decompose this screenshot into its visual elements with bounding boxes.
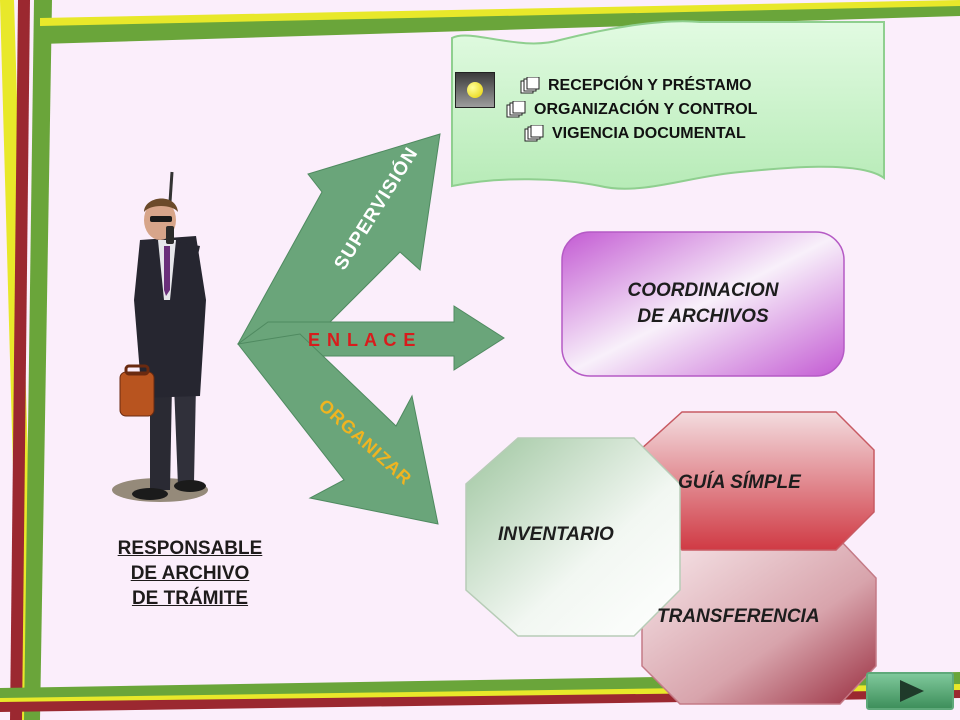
- responsible-label: RESPONSABLE DE ARCHIVO DE TRÁMITE: [90, 536, 290, 611]
- enlace-label: E N L A C E: [308, 330, 417, 350]
- scroll-banner-shape: [451, 20, 885, 190]
- organizar-arrow: [237, 333, 439, 525]
- scroll-item-label: RECEPCIÓN Y PRÉSTAMO: [548, 77, 752, 94]
- coordination-line2: DE ARCHIVOS: [637, 306, 769, 327]
- scroll-item: RECEPCIÓN Y PRÉSTAMO: [506, 74, 866, 98]
- responsible-line2: DE ARCHIVO: [130, 563, 250, 584]
- person-illustration: [112, 171, 208, 502]
- scroll-item-label: ORGANIZACIÓN Y CONTROL: [534, 101, 758, 118]
- coordination-label: COORDINACION DE ARCHIVOS: [562, 278, 844, 330]
- responsible-line1: RESPONSABLE: [117, 538, 263, 559]
- top-stripe-green: [40, 2, 960, 44]
- inventory-label: INVENTARIO: [498, 524, 614, 545]
- play-right-icon: [900, 680, 924, 702]
- coordination-box: [561, 231, 845, 377]
- left-stripe-green: [24, 0, 52, 720]
- scroll-item: ORGANIZACIÓN Y CONTROL: [506, 98, 866, 122]
- stacked-pages-icon: [524, 125, 544, 142]
- next-button[interactable]: [866, 672, 954, 710]
- stacked-pages-icon: [520, 77, 540, 94]
- coordination-line1: COORDINACION: [627, 280, 779, 301]
- transfer-label: TRANSFERENCIA: [657, 606, 820, 627]
- responsible-line3: DE TRÁMITE: [131, 588, 249, 609]
- stacked-pages-icon: [506, 101, 526, 118]
- top-stripe-yellow: [40, 0, 960, 26]
- left-stripe-red: [10, 0, 30, 720]
- scroll-list: RECEPCIÓN Y PRÉSTAMO ORGANIZACIÓN Y CONT…: [506, 74, 866, 146]
- yellow-ball-frame-icon: [455, 72, 495, 108]
- guide-label: GUÍA SÍMPLE: [678, 472, 801, 493]
- scroll-item-label: VIGENCIA DOCUMENTAL: [552, 125, 746, 142]
- scroll-item: VIGENCIA DOCUMENTAL: [506, 122, 866, 146]
- inventory-octagon: [465, 437, 681, 637]
